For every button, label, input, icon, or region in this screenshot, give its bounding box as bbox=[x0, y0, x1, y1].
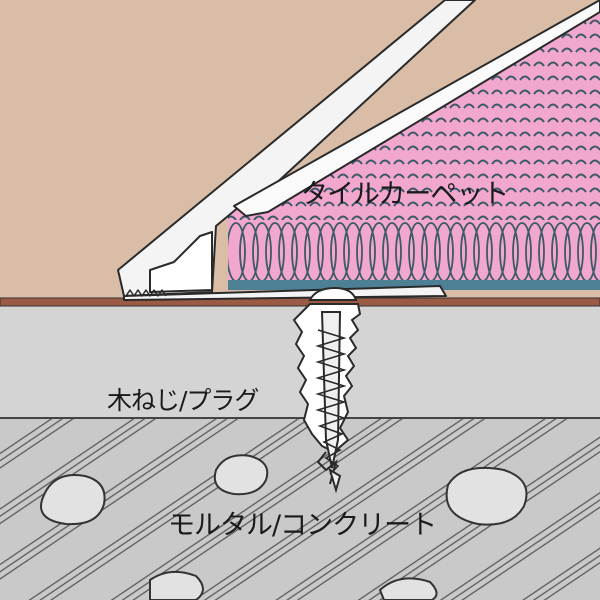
screw-tip bbox=[316, 451, 338, 485]
screw-point bbox=[328, 467, 342, 494]
floor-strip bbox=[0, 297, 600, 307]
aggregate-stone bbox=[378, 577, 438, 600]
screw-plug-label: 木ねじ/プラグ bbox=[107, 386, 258, 415]
carpet-label: タイルカーペット bbox=[301, 179, 508, 210]
aggregate-stone bbox=[40, 474, 106, 526]
carpet-pile-loop bbox=[590, 222, 600, 282]
trim-channel bbox=[149, 231, 213, 293]
screw-head bbox=[308, 286, 358, 301]
screw-thread bbox=[315, 329, 347, 475]
aggregate-stones bbox=[40, 454, 528, 600]
screw-and-plug bbox=[292, 286, 362, 494]
carpet-backing bbox=[228, 280, 600, 290]
aggregate-stone bbox=[149, 570, 204, 600]
trim-top-lip bbox=[233, 0, 600, 217]
mortar-concrete-label: モルタル/コンクリート bbox=[168, 510, 436, 541]
trim-teeth bbox=[125, 289, 167, 297]
aggregate-stone bbox=[213, 454, 269, 496]
aggregate-stone bbox=[445, 466, 528, 526]
edge-trim-profile bbox=[117, 0, 600, 301]
